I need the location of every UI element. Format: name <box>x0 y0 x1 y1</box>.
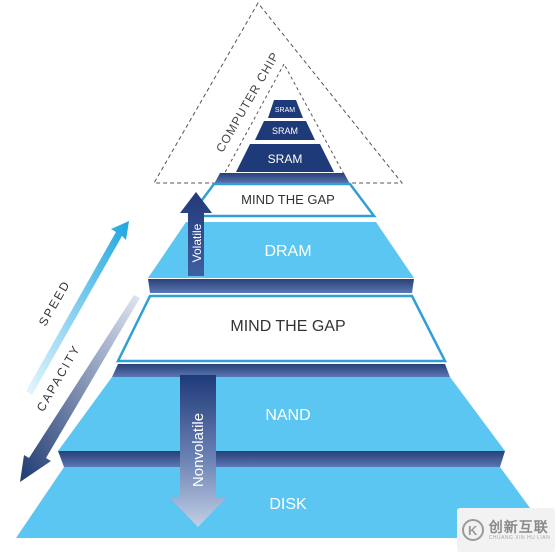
watermark: K 创新互联 CHUANG XIN HU LIAN <box>457 508 555 552</box>
sram-tier-large <box>236 144 334 172</box>
upper-gap-band <box>214 173 350 184</box>
sram-label-large: SRAM <box>268 152 303 166</box>
nand-tier <box>58 377 505 451</box>
sram-label-small: SRAM <box>275 107 295 114</box>
capacity-arrow <box>20 295 140 482</box>
nonvolatile-label: Nonvolatile <box>190 413 207 487</box>
nonvolatile-arrow <box>170 375 226 527</box>
disk-tier <box>16 467 552 538</box>
watermark-logo-icon: K <box>461 519 484 541</box>
dram-tier <box>148 222 414 278</box>
volatile-arrow <box>180 192 212 276</box>
dram-label: DRAM <box>264 243 311 260</box>
speed-arrow <box>26 221 129 395</box>
lower-gap-tier <box>115 294 448 363</box>
sram-tier-medium <box>255 121 315 140</box>
lower-gap-label: MIND THE GAP <box>230 318 345 335</box>
sram-label-medium: SRAM <box>272 126 298 136</box>
upper-gap-label: MIND THE GAP <box>241 192 335 207</box>
watermark-text: 创新互联 <box>488 518 549 535</box>
disk-label: DISK <box>269 496 307 513</box>
watermark-text-block: 创新互联 CHUANG XIN HU LIAN <box>489 520 551 541</box>
watermark-subtext: CHUANG XIN HU LIAN <box>488 534 551 541</box>
chip-inner-outline <box>221 62 347 179</box>
lower-band <box>112 364 450 377</box>
middle-band <box>148 279 414 293</box>
watermark-logo-text: K <box>468 522 478 538</box>
sram-tier-small <box>268 100 303 118</box>
nand-label: NAND <box>265 407 310 424</box>
bottom-band <box>58 451 505 467</box>
volatile-label: Volatile <box>190 223 204 262</box>
